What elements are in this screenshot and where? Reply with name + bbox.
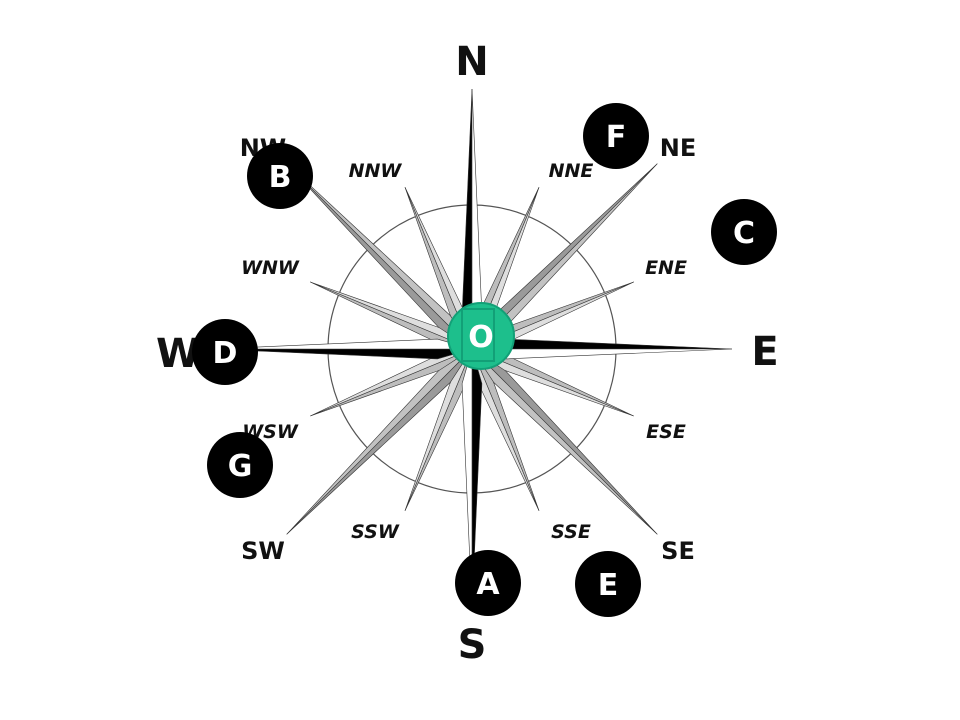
point-s (461, 348, 483, 610)
label-wnw: WNW (241, 257, 300, 279)
marker-f-label: F (606, 120, 627, 155)
label-sse: SSE (551, 521, 591, 543)
marker-a: A (455, 550, 521, 616)
point-se (471, 348, 658, 535)
label-e: E (751, 329, 778, 375)
label-ssw: SSW (351, 521, 400, 543)
label-ese: ESE (646, 421, 686, 443)
marker-a-label: A (476, 567, 500, 602)
label-s: S (458, 622, 487, 668)
label-ne: NE (660, 134, 696, 162)
point-nw (286, 163, 473, 350)
label-se: SE (661, 537, 695, 565)
marker-e-label: E (598, 568, 619, 603)
marker-c: C (711, 199, 777, 265)
marker-c-label: C (733, 216, 755, 251)
point-sw (286, 348, 473, 535)
label-nnw: NNW (349, 160, 403, 182)
marker-e: E (575, 551, 641, 617)
label-sw: SW (241, 537, 285, 565)
marker-b: B (247, 143, 313, 209)
marker-d: D (192, 319, 258, 385)
marker-g: G (207, 432, 273, 498)
label-nne: NNE (549, 160, 594, 182)
origin-marker: O (447, 302, 515, 370)
intercardinal-points-layer (286, 163, 658, 535)
marker-f: F (583, 103, 649, 169)
marker-d-label: D (213, 336, 238, 371)
origin-circle (447, 302, 515, 370)
origin-box (461, 308, 495, 362)
marker-g-label: G (228, 449, 253, 484)
point-markers: A B C D E F G (192, 103, 777, 617)
marker-b-label: B (269, 160, 292, 195)
label-ene: ENE (645, 257, 687, 279)
label-n: N (455, 39, 488, 85)
origin-label: O (468, 320, 494, 355)
direction-labels: NESWNESESWNWNNEENEESESSESSWWSWWNWNNW (156, 39, 779, 668)
